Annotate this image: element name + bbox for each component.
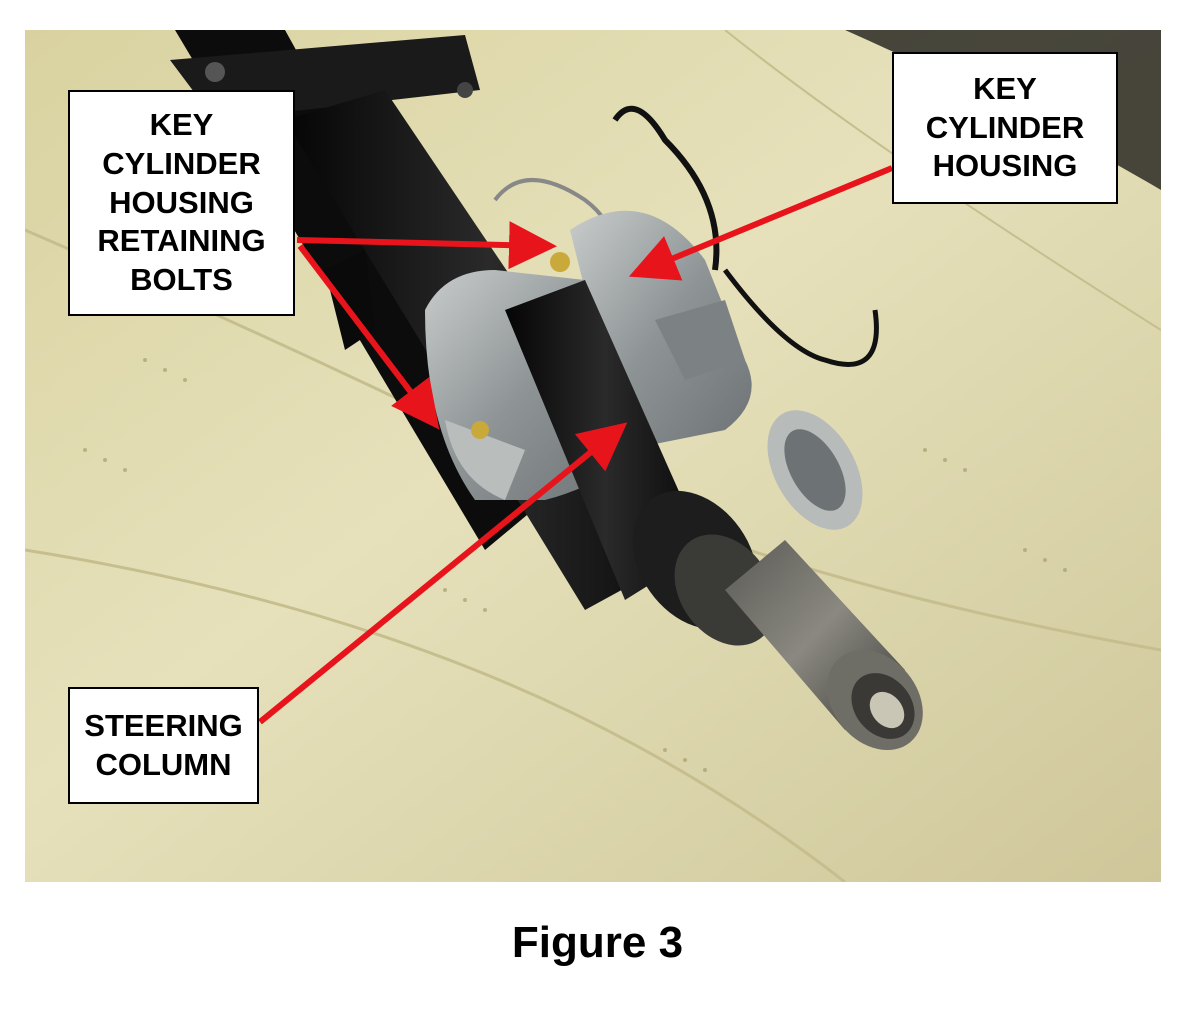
label-line: HOUSING: [932, 148, 1078, 184]
label-line: KEY: [973, 70, 1037, 106]
label-line: BOLTS: [130, 262, 233, 298]
label-line: RETAINING: [97, 223, 266, 259]
label-line: HOUSING: [109, 184, 254, 220]
figure-caption: Figure 3: [511, 918, 684, 967]
label-key-cylinder-housing: KEY CYLINDER HOUSING: [892, 52, 1118, 204]
label-line: CYLINDER: [102, 145, 261, 181]
label-line: KEY: [149, 107, 214, 143]
label-line: STEERING: [84, 707, 243, 743]
label-key-cylinder-housing-retaining-bolts: KEY CYLINDER HOUSING RETAINING BOLTS: [68, 90, 295, 316]
label-steering-column: STEERING COLUMN: [68, 687, 259, 804]
label-line: COLUMN: [95, 746, 232, 782]
label-line: CYLINDER: [925, 109, 1085, 145]
